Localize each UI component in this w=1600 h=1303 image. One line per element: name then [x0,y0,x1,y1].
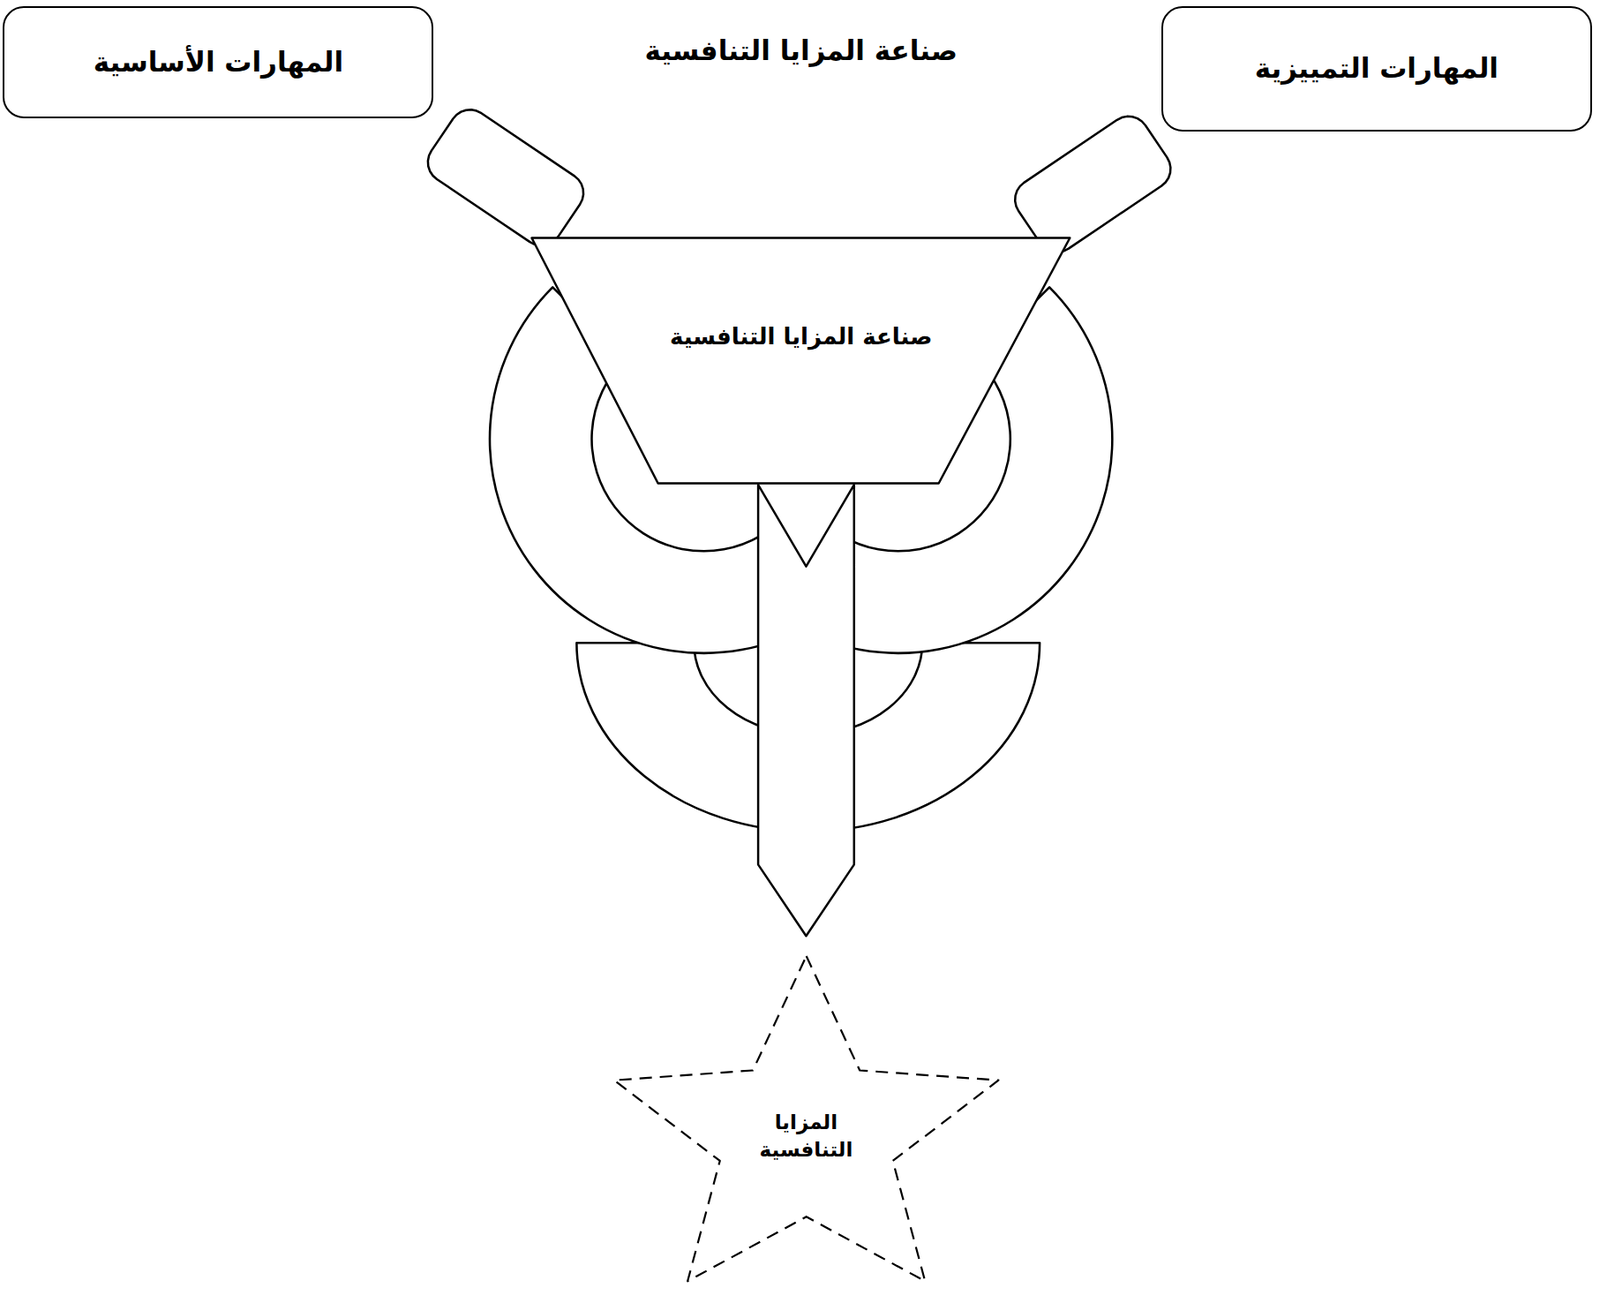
text-group: المهارات الأساسية [93,44,344,82]
node-label: المهارات الأساسية [93,44,344,82]
star-outline [614,955,999,1281]
funnel-outline [530,236,1072,485]
skill-box: المهارات التمييزية [1161,6,1593,132]
funnel-shape: صناعة المزايا التنافسية [530,236,1072,485]
star-shape: المزايا التنافسية [612,953,1000,1283]
funnel-outline [532,238,1071,484]
pipe-connector [1014,116,1171,253]
block-arrow [758,484,855,936]
node-label: صناعة المزايا التنافسية [530,321,1072,353]
node-label: المهارات التمييزية [1254,50,1499,88]
skill-box: المهارات الأساسية [2,6,434,119]
diagram-title: صناعة المزايا التنافسية [644,32,958,70]
text-group: المزايا التنافسية [612,1108,1000,1164]
text-group: المهارات التمييزية [1254,50,1499,88]
pipe-connector [428,109,584,246]
text-group: صناعة المزايا التنافسية [530,321,1072,353]
node-label: المزايا التنافسية [759,1108,854,1164]
